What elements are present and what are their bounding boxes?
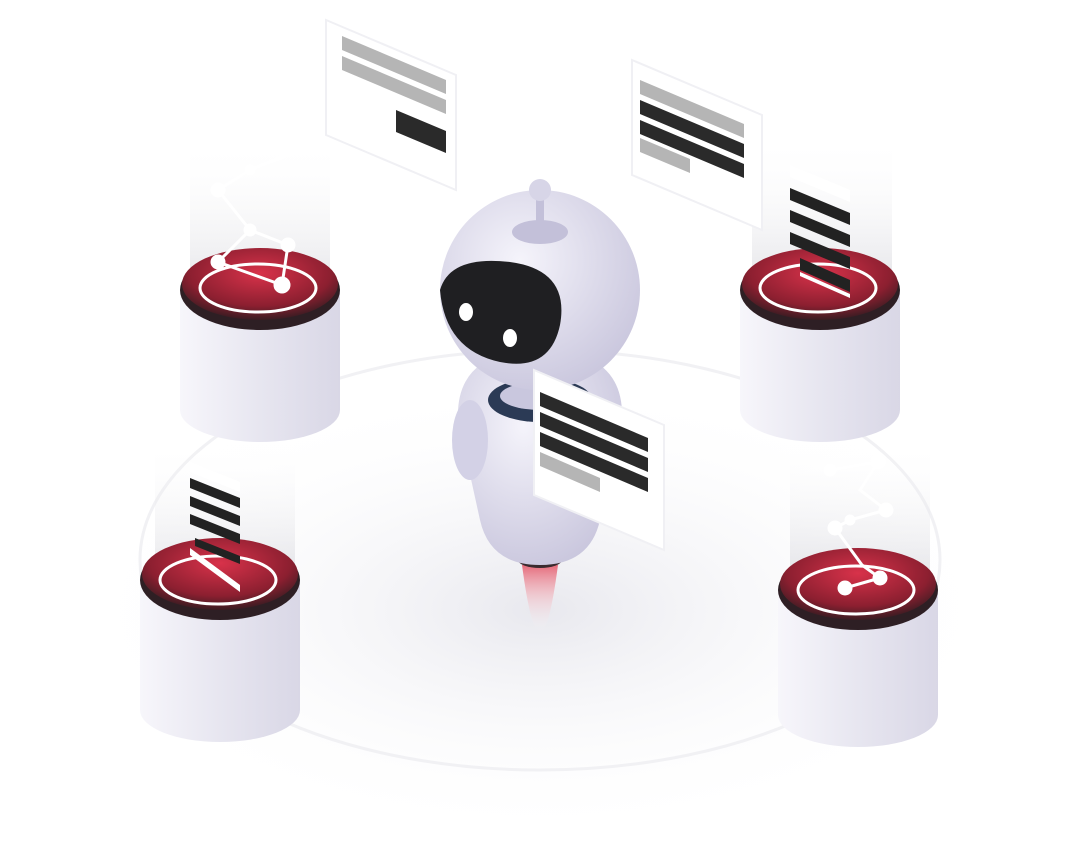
- card-robot-front: [533, 368, 665, 552]
- pillar-bottom-right: [778, 440, 938, 747]
- pillar-bottom-left: [140, 440, 300, 742]
- document-lines-icon: [790, 165, 850, 298]
- network-graph-icon: [210, 150, 296, 294]
- robot-eye-left: [459, 303, 473, 321]
- jet-flame: [522, 565, 558, 633]
- antenna-icon: [529, 179, 551, 201]
- document-lines-icon: [190, 462, 240, 592]
- card-top-right: [631, 58, 763, 232]
- robot-eye-right: [503, 329, 517, 347]
- pillar-top-right: [740, 135, 900, 442]
- card-top-left: [325, 18, 457, 192]
- network-graph-icon: [823, 454, 894, 596]
- robot-visor: [440, 260, 562, 364]
- pillar-top-left: [180, 140, 340, 442]
